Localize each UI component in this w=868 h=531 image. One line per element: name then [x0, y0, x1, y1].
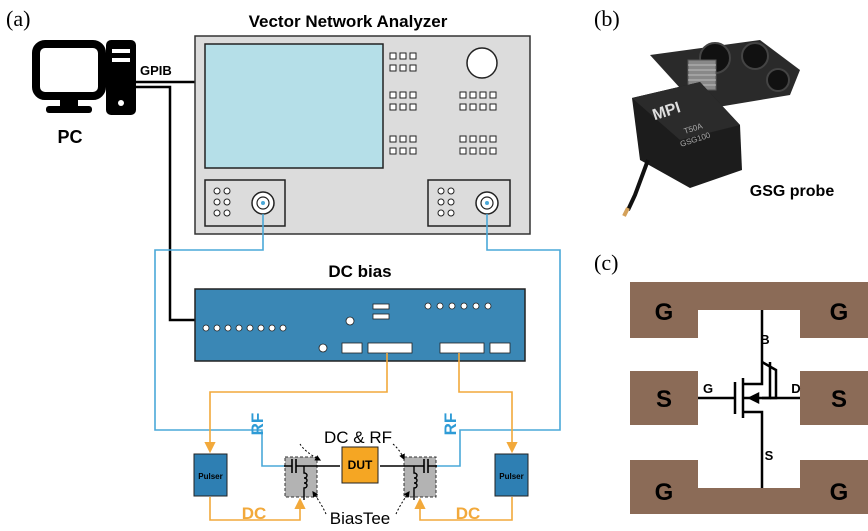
pad-label-g-bottom-left: G — [655, 479, 674, 506]
vna-title: Vector Network Analyzer — [249, 12, 448, 31]
vna-keypad — [389, 52, 497, 155]
pad-ground-bottom — [630, 460, 868, 514]
pulser-left-label: Pulser — [198, 472, 222, 481]
pulser-left: Pulser — [193, 453, 228, 497]
dc-bias-output-right — [439, 342, 485, 354]
terminal-g-label: G — [703, 381, 713, 396]
pad-label-g-top-left: G — [655, 299, 674, 326]
dc-bias-unit — [194, 288, 526, 362]
dc-bias-switch-2 — [489, 342, 511, 354]
terminal-s-label: S — [765, 448, 774, 463]
dc-rf-arrow-left — [299, 443, 322, 461]
dc-bias-left-leds — [202, 324, 287, 332]
gsg-probe-image — [622, 40, 800, 217]
vna-port-2 — [427, 179, 511, 227]
panel-label-a: (a) — [6, 6, 30, 31]
rf-label-right: RF — [441, 413, 460, 436]
dc-bias-output-left — [367, 342, 413, 354]
inductor-left-icon — [303, 466, 308, 500]
panel-label-c: (c) — [594, 250, 618, 275]
dc-label-left: DC — [242, 504, 267, 523]
dut: DUT — [341, 446, 379, 484]
terminal-d-label: D — [791, 381, 800, 396]
vna-screen — [204, 43, 384, 169]
pulser-right-label: Pulser — [499, 472, 523, 481]
dc-bias-right-leds — [424, 302, 492, 310]
biastee-right — [380, 456, 437, 500]
inductor-right-icon — [413, 466, 418, 500]
rf-label-left: RF — [248, 413, 267, 436]
transistor-symbol-icon — [698, 310, 800, 488]
probe-caption: GSG probe — [750, 183, 835, 200]
pad-label-g-top-right: G — [830, 299, 849, 326]
pc-icon — [32, 40, 136, 115]
biastee-left — [284, 456, 340, 500]
pad-label-g-bottom-right: G — [830, 479, 849, 506]
dc-rf-label: DC & RF — [324, 428, 392, 447]
pulser-right: Pulser — [494, 453, 529, 497]
biastee-arrow-left — [312, 491, 327, 515]
dut-label: DUT — [348, 458, 373, 472]
pad-signal-left — [630, 371, 698, 425]
pad-ground-top — [630, 282, 868, 338]
panel-label-b: (b) — [594, 6, 620, 31]
terminal-b-label: B — [760, 332, 769, 347]
dc-label-right: DC — [456, 504, 481, 523]
gpib-cable — [136, 80, 195, 322]
dc-bias-title: DC bias — [328, 262, 391, 281]
vna-knob — [466, 47, 498, 79]
rf-cable-left — [154, 214, 292, 467]
dc-wire-left — [204, 353, 388, 521]
biastee-arrow-right — [395, 491, 410, 515]
gsg-pad-layout — [630, 282, 868, 514]
vna-port-1 — [204, 179, 286, 227]
capacitor-right-icon — [380, 459, 437, 473]
pad-signal-right — [800, 371, 868, 425]
biastee-label: BiasTee — [330, 509, 390, 528]
capacitor-left-icon — [284, 459, 340, 473]
vector-network-analyzer — [194, 35, 531, 235]
rf-cable-right — [425, 214, 561, 467]
gpib-label: GPIB — [140, 63, 172, 78]
pad-label-s-left: S — [656, 386, 672, 413]
dc-rf-arrow-right — [392, 443, 405, 461]
dc-bias-switch-1 — [341, 342, 363, 354]
pc-label: PC — [57, 127, 82, 147]
dc-wire-right — [414, 353, 518, 521]
pad-label-s-right: S — [831, 386, 847, 413]
